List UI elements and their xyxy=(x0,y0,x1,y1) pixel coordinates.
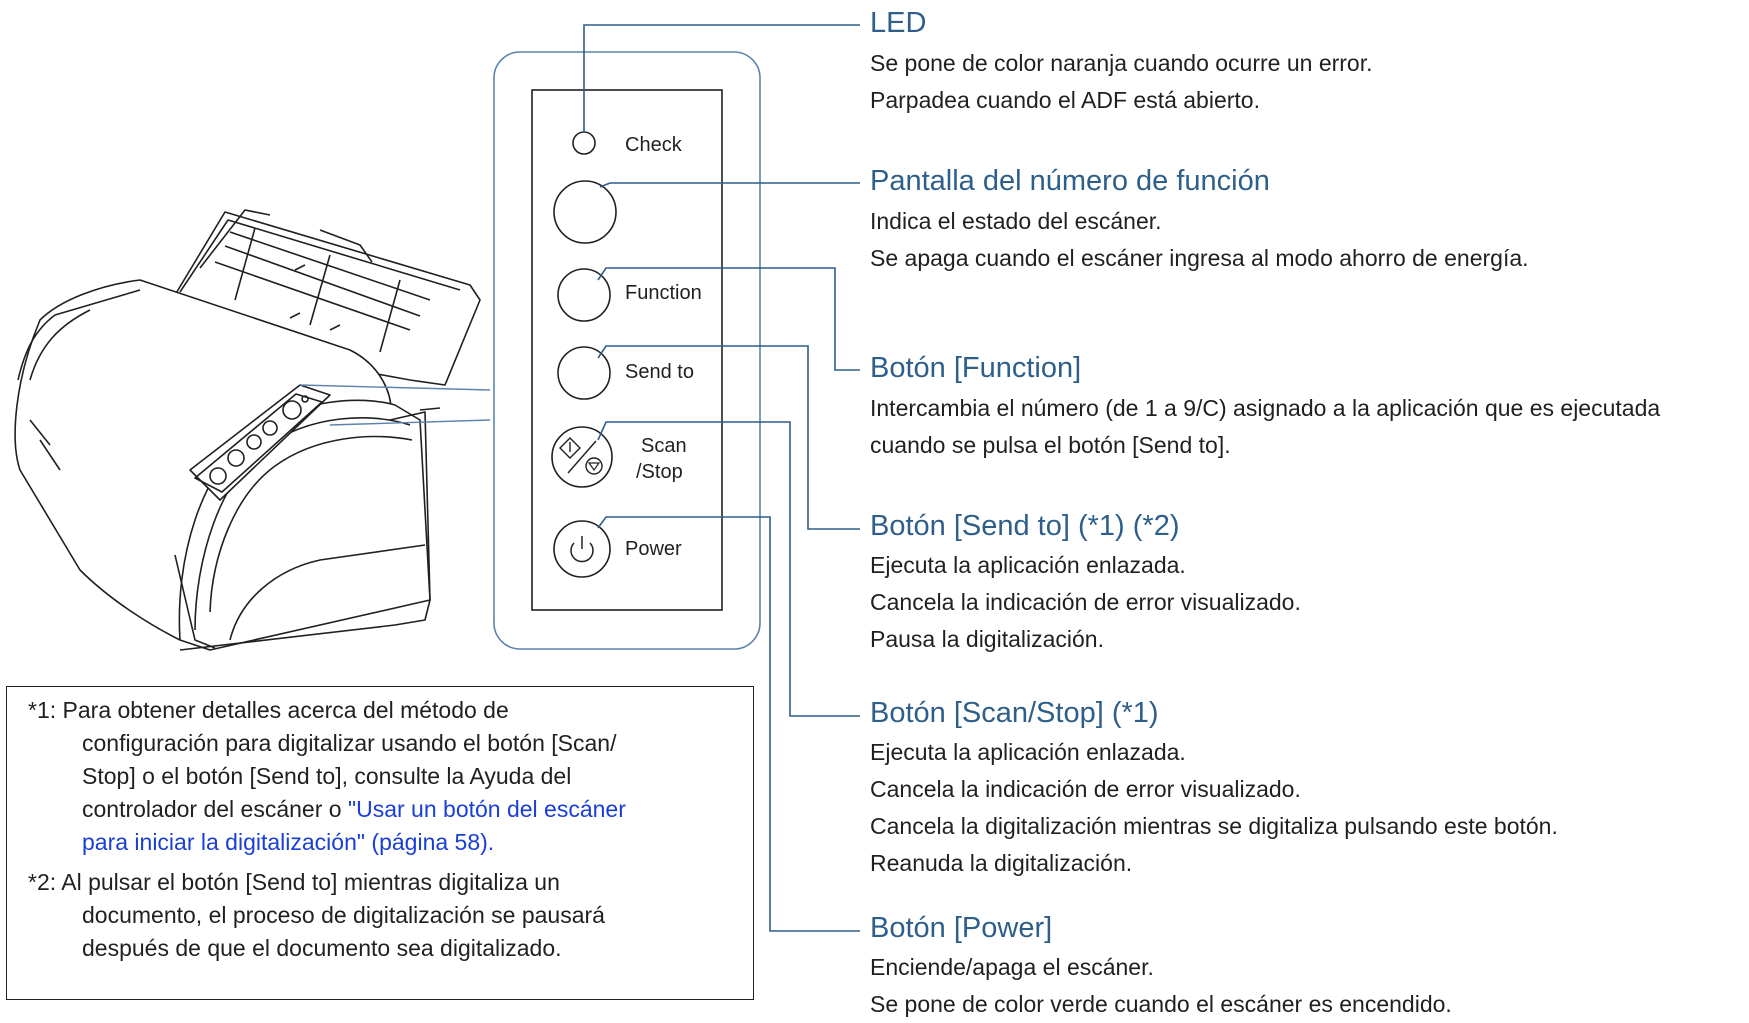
leader-lines xyxy=(583,24,860,932)
callout-led-title: LED xyxy=(870,7,927,39)
check-label: Check xyxy=(625,134,682,156)
stop-icon xyxy=(585,457,603,475)
callout-power-desc: Enciende/apaga el escáner. Se pone de co… xyxy=(870,954,1452,1017)
check-led xyxy=(572,131,596,155)
notes-box xyxy=(6,686,754,1000)
callout-scan-stop-desc: Ejecuta la aplicación enlazada. Cancela … xyxy=(870,739,1558,876)
callout-led-desc: Se pone de color naranja cuando ocurre u… xyxy=(870,50,1373,113)
leader-function-display xyxy=(599,182,860,188)
function-label: Function xyxy=(625,282,702,304)
scan-start-icon xyxy=(559,437,581,459)
help-link-part1[interactable]: "Usar un botón del escáner xyxy=(347,796,626,822)
note-1: *1: Para obtener detalles acerca del mét… xyxy=(28,697,626,855)
scan-label-line2: /Stop xyxy=(636,461,683,483)
leader-scan-stop-button xyxy=(597,421,860,717)
callout-function-display-title: Pantalla del número de función xyxy=(870,165,1270,197)
leader-function-button xyxy=(597,267,860,371)
callout-send-to-desc: Ejecuta la aplicación enlazada. Cancela … xyxy=(870,552,1301,652)
callout-function-display-desc: Indica el estado del escáner. Se apaga c… xyxy=(870,208,1529,271)
callout-power-title: Botón [Power] xyxy=(870,912,1053,944)
note-2: *2: Al pulsar el botón [Send to] mientra… xyxy=(28,869,605,961)
scanner-illustration xyxy=(14,209,481,651)
panel-outline xyxy=(493,51,761,650)
callout-function-button-desc: Intercambia el número (de 1 a 9/C) asign… xyxy=(870,395,1661,458)
help-link-part2[interactable]: para iniciar la digitalización" (página … xyxy=(82,829,495,855)
callout-function-button-title: Botón [Function] xyxy=(870,352,1082,384)
leader-send-to-button xyxy=(597,345,860,530)
zoom-guide-lines xyxy=(299,384,491,426)
power-icon xyxy=(570,536,594,563)
scan-stop-button[interactable] xyxy=(551,426,613,488)
callout-send-to-title: Botón [Send to] (*1) (*2) xyxy=(870,510,1180,542)
leader-power-button xyxy=(597,516,860,932)
function-button[interactable] xyxy=(557,268,611,322)
callout-scan-stop-title: Botón [Scan/Stop] (*1) xyxy=(870,697,1159,729)
power-label: Power xyxy=(625,538,682,560)
send-to-button[interactable] xyxy=(557,346,611,400)
scan-label-line1: Scan xyxy=(641,435,687,457)
panel-face xyxy=(531,89,723,611)
function-number-display xyxy=(553,180,617,244)
power-button[interactable] xyxy=(553,520,611,578)
send-to-label: Send to xyxy=(625,361,694,383)
leader-led xyxy=(583,24,860,132)
